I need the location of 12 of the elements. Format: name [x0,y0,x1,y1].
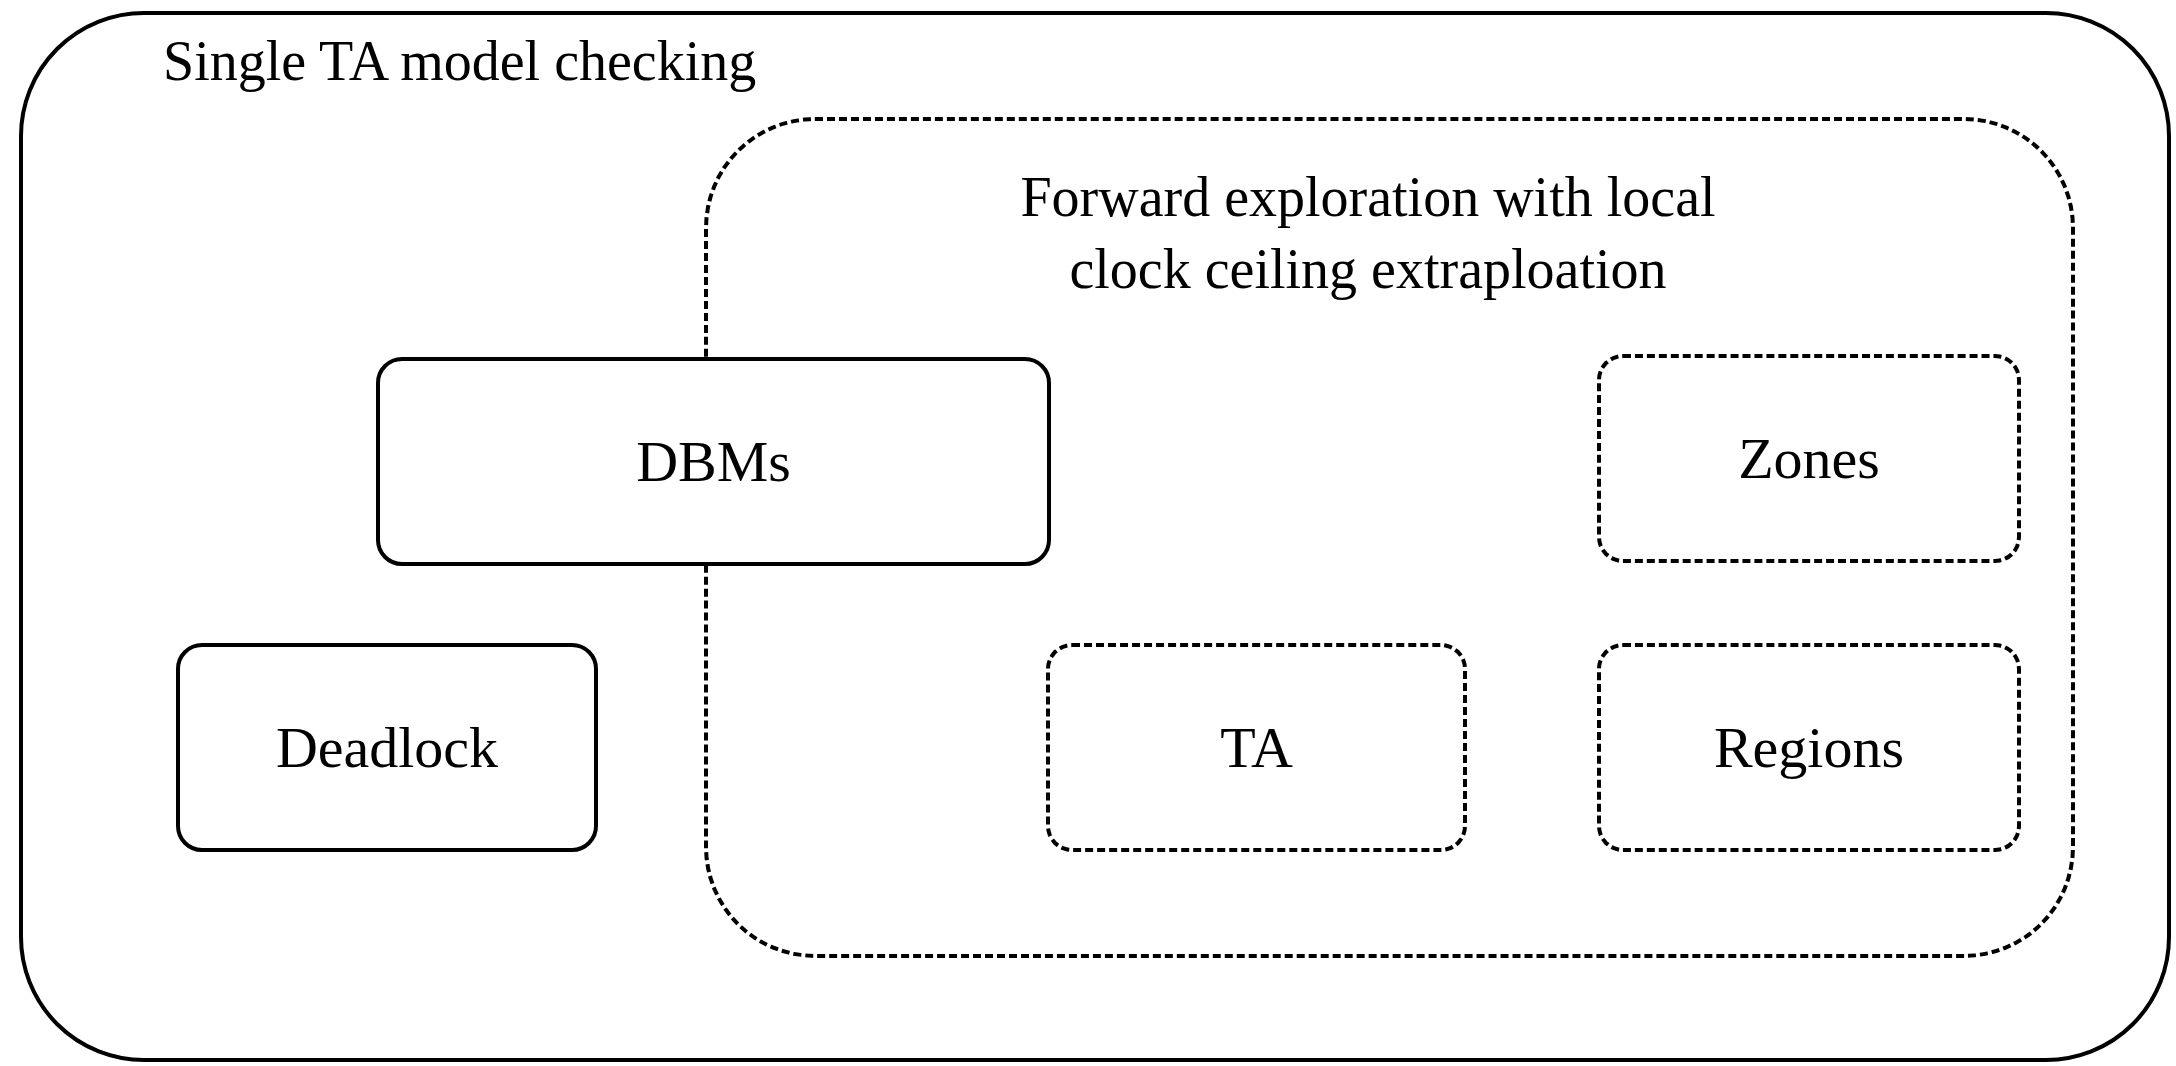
frame-title: Single TA model checking [163,29,757,93]
container-frame [19,11,2171,1062]
box-label: Deadlock [275,714,499,781]
rounded-box [376,357,1051,566]
rounded-box [1597,354,2021,563]
box-label: TA [1220,714,1293,781]
rounded-box [176,643,598,852]
box-label: DBMs [636,428,791,495]
box-label: Regions [1713,714,1905,781]
rounded-box [1597,643,2021,852]
rounded-box [1046,643,1467,852]
box-label: Zones [1738,425,1880,492]
